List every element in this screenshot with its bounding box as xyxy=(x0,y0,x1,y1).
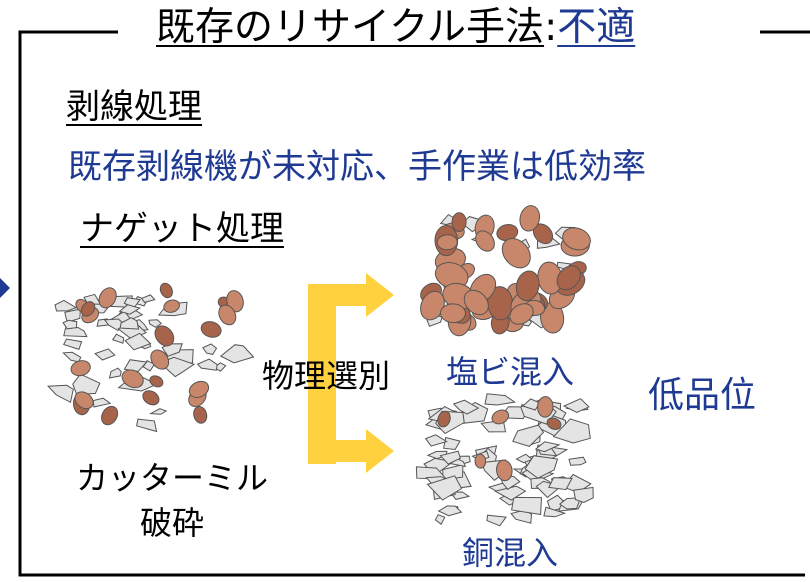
copper-fragment xyxy=(226,290,244,313)
copper-fragment xyxy=(562,227,591,251)
pvc-fragment xyxy=(62,338,83,351)
pvc-fragment xyxy=(534,441,561,453)
copper-fragment xyxy=(491,409,510,425)
pvc-fragment xyxy=(148,408,168,415)
copper-fragment xyxy=(218,304,237,326)
copper-fragment xyxy=(509,303,534,325)
pvc-fragment xyxy=(510,509,533,524)
pvc-fragment xyxy=(219,344,255,364)
copper-fragment xyxy=(451,212,467,233)
pvc-fragment xyxy=(424,434,448,447)
copper-fragment xyxy=(537,396,554,418)
pvc-fragment xyxy=(443,436,461,451)
copper-fragment xyxy=(98,287,117,309)
left-arrow-marker xyxy=(0,278,10,298)
copper-fragment xyxy=(440,303,466,324)
copper-fragment xyxy=(150,349,170,370)
pvc-fragment xyxy=(92,397,112,408)
copper-contamination-label: 銅混入 xyxy=(462,534,559,572)
pvc-fragment xyxy=(64,308,82,323)
pvc-fragment xyxy=(484,393,517,406)
copper-fragment xyxy=(474,453,487,469)
copper-fragment xyxy=(519,205,541,232)
title-main: 既存のリサイクル手法 xyxy=(156,5,545,50)
title-separator: : xyxy=(544,5,558,50)
border-frame xyxy=(18,30,810,577)
mixed-debris-pile xyxy=(46,282,255,433)
pvc-fragment xyxy=(426,475,463,501)
pvc-fragment xyxy=(140,294,156,303)
pvc-fragment xyxy=(543,506,567,518)
stripping-description: 既存剥線機が未対応、手作業は低効率 xyxy=(68,147,646,187)
pvc-fragment xyxy=(72,373,101,396)
crushing-label: 破砕 xyxy=(140,504,205,542)
copper-fragment xyxy=(193,405,208,424)
pvc-fragment xyxy=(437,505,463,517)
copper-fragment xyxy=(437,410,451,428)
copper-fragment xyxy=(463,289,489,316)
pvc-fragment xyxy=(452,399,480,415)
pvc-fragment xyxy=(63,326,88,338)
pvc-fragment xyxy=(196,358,218,371)
title-verdict: 不適 xyxy=(557,5,636,50)
pvc-fragment xyxy=(62,351,82,363)
copper-fragment xyxy=(515,270,540,302)
pvc-fragment xyxy=(62,319,78,330)
copper-fragment xyxy=(80,301,96,317)
copper-fragment xyxy=(74,391,94,410)
pvc-fragment xyxy=(119,317,140,330)
copper-fragment xyxy=(556,265,581,291)
pvc-fragment xyxy=(118,304,142,315)
page-title: 既存のリサイクル手法:不適 xyxy=(156,8,635,47)
pvc-fragment xyxy=(434,514,446,525)
pvc-fragment xyxy=(148,319,162,328)
copper-fragment xyxy=(154,325,175,347)
pvc-fragment xyxy=(486,514,508,527)
pvc-fragment xyxy=(124,332,152,351)
pvc-fragment xyxy=(568,456,587,466)
pvc-fragment xyxy=(548,477,573,491)
pvc-debris-pile xyxy=(415,393,594,527)
pvc-fragment xyxy=(108,367,122,379)
copper-fragment xyxy=(200,321,222,338)
pvc-fragment xyxy=(558,497,582,510)
pvc-fragment xyxy=(512,424,545,447)
copper-fragment xyxy=(501,237,531,269)
pvc-fragment xyxy=(573,486,594,504)
copper-fragment xyxy=(496,459,513,482)
pvc-fragment xyxy=(54,299,78,312)
low-grade-label: 低品位 xyxy=(648,375,757,416)
pvc-fragment xyxy=(136,418,158,433)
pvc-fragment xyxy=(521,398,541,411)
pvc-fragment xyxy=(562,398,590,413)
copper-fragment xyxy=(101,405,119,426)
nugget-heading: ナゲット処理 xyxy=(80,209,284,249)
pvc-fragment xyxy=(46,384,74,404)
copper-fragment xyxy=(436,234,458,251)
pvc-contamination-label: 塩ビ混入 xyxy=(446,353,575,391)
copper-fragment xyxy=(546,417,562,430)
separation-bracket-arrow xyxy=(308,273,394,473)
pvc-fragment xyxy=(524,455,559,479)
copper-debris-pile xyxy=(420,205,591,337)
copper-fragment xyxy=(70,360,91,377)
pvc-fragment xyxy=(111,333,125,344)
copper-fragment xyxy=(149,375,164,388)
pvc-fragment xyxy=(94,348,116,361)
pvc-fragment xyxy=(552,418,591,444)
cutter-mill-label: カッターミル xyxy=(76,459,269,497)
stripping-heading: 剥線処理 xyxy=(66,87,202,127)
copper-fragment xyxy=(475,230,495,252)
pvc-fragment xyxy=(202,343,218,355)
copper-fragment xyxy=(159,282,173,299)
pvc-fragment xyxy=(439,450,461,465)
copper-fragment xyxy=(142,390,160,406)
separation-label: 物理選別 xyxy=(262,357,391,395)
copper-fragment xyxy=(121,369,144,389)
copper-fragment xyxy=(163,299,180,313)
pvc-fragment xyxy=(493,485,527,501)
copper-fragment xyxy=(188,380,210,398)
